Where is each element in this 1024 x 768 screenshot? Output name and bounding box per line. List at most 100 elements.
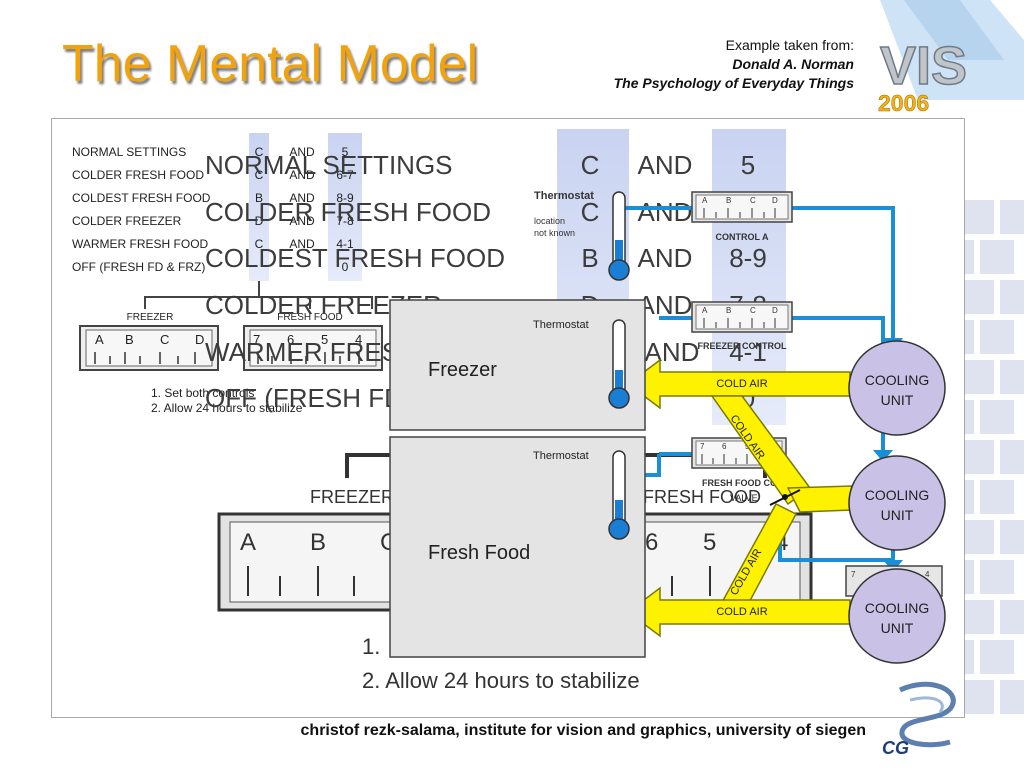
large-row-and: AND [638,290,693,320]
control-a-mark: C [750,196,756,205]
control-a-mark: B [726,196,731,205]
small-freezer-dial-mark: D [195,332,204,347]
freezer-control-label: FREEZER CONTROL [698,341,788,351]
top-thermostat: Thermostat location not known [534,190,630,281]
control-a-mark: A [702,196,708,205]
large-row-c1: B [581,243,598,273]
footer-credit: christof rezk-salama, institute for visi… [300,722,866,739]
small-row-and: AND [289,168,315,182]
control-a-label: CONTROL A [716,232,769,242]
large-row-c1: C [581,150,600,180]
small-row-label: OFF (FRESH FD & FRZ) [72,260,205,274]
cooling-unit-1: COOLING UNIT [848,340,946,436]
cold-air-label: COLD AIR [716,606,767,618]
vis-2006-logo: VIS 2006 [878,0,1024,116]
small-row-c1: C [255,237,264,251]
partial-dial-mark: 7 [851,570,856,579]
small-settings-table: NORMAL SETTINGS COLDER FRESH FOOD COLDES… [72,133,383,415]
vis-year: 2006 [878,90,929,116]
small-row-and: AND [289,145,315,159]
large-row-and: AND [645,337,700,367]
valve-label: VALVE [730,493,758,503]
small-row-c2: 4-1 [336,237,354,251]
fresh-food-compartment: Thermostat Fresh Food [389,436,646,658]
small-row-c2: 7-8 [336,214,354,228]
cg-text: CG [882,738,909,758]
partial-dial-mark: 4 [925,570,930,579]
freezer-control-mark: A [702,306,708,315]
fresh-food-label: Fresh Food [428,542,530,564]
credit-line-1: Example taken from: [725,37,854,53]
small-row-and: AND [289,191,315,205]
small-row-label: WARMER FRESH FOOD [72,237,209,251]
small-row-c1: C [255,168,264,182]
small-freezer-dial-mark: B [125,332,134,347]
small-row-label: COLDER FREEZER [72,214,182,228]
large-dial-mark: 5 [703,529,716,556]
large-row-label: NORMAL SETTINGS [205,150,453,180]
large-row-c2: 4-1 [729,337,767,367]
cooling-unit-2: COOLING UNIT [848,455,946,551]
fresh-control-label: FRESH FOOD CONTROL [702,478,808,488]
small-row-c1: B [255,191,263,205]
large-instruction: 2. Allow 24 hours to stabilize [362,668,640,693]
small-row-c1: C [255,145,264,159]
small-fresh-dial-mark: 5 [321,332,328,347]
small-fresh-dial-mark: 6 [287,332,294,347]
small-freezer-dial-mark: C [160,332,169,347]
large-row-c2: 8-9 [729,243,767,273]
fresh-control-mark: 7 [700,442,705,451]
small-instruction: 2. Allow 24 hours to stabilize [151,401,303,415]
large-fresh-food-label: FRESH FOOD [643,487,761,507]
credit-book: The Psychology of Everyday Things [613,75,854,91]
small-fresh-food-label: FRESH FOOD [277,312,343,323]
slide-title: The Mental Model [62,35,479,93]
freezer-control-mark: B [726,306,731,315]
credit-author: Donald A. Norman [732,56,854,72]
fresh-control-mark: 6 [722,442,727,451]
small-row-label: COLDEST FRESH FOOD [72,191,211,205]
cooling-unit-text: COOLING [865,372,930,388]
freezer-control-dial: A B C D FREEZER CONTROL [691,301,793,351]
large-freezer-label: FREEZER [310,487,394,507]
large-row-and: AND [638,243,693,273]
freezer-control-mark: C [750,306,756,315]
control-a-dial: A B C D CONTROL A [691,191,793,242]
top-thermostat-label: Thermostat [534,190,594,202]
small-row-c2: 6-7 [336,168,354,182]
small-row-and: AND [289,237,315,251]
location-note: not known [534,228,575,238]
small-row-label: COLDER FRESH FOOD [72,168,204,182]
small-freezer-label: FREEZER [127,312,174,323]
source-credit: Example taken from: Donald A. Norman The… [614,36,854,93]
small-freezer-dial-mark: A [95,332,104,347]
cooling-unit-text: COOLING [865,487,930,503]
cold-air-label: COLD AIR [716,378,767,390]
large-instruction: 1. [362,634,380,659]
large-row-c2: 5 [741,150,755,180]
large-row-label: COLDER FRESH FOOD [205,197,491,227]
large-dial-mark: A [240,529,256,556]
large-dial-mark: 6 [645,529,658,556]
large-row-and: AND [638,150,693,180]
small-fresh-dial-mark: 4 [355,332,362,347]
small-row-c1: D [255,214,264,228]
small-row-c2: 5 [342,145,349,159]
pipe-arrow-2 [873,450,893,462]
large-row-c1: C [581,197,600,227]
freezer-label: Freezer [428,359,497,381]
cooling-unit-3: COOLING UNIT [848,568,946,664]
small-row-c2: 0 [342,260,349,274]
small-instruction: 1. Set both controls [151,386,254,400]
freezer-control-mark: D [772,306,778,315]
control-a-mark: D [772,196,778,205]
small-row-c2: 8-9 [336,191,354,205]
small-row-and: AND [289,214,315,228]
small-row-label: NORMAL SETTINGS [72,145,186,159]
freezer-compartment: Thermostat Freezer [389,299,646,431]
cooling-unit-text: UNIT [881,507,914,523]
large-row-and: AND [638,197,693,227]
freezer-thermostat-label: Thermostat [533,319,589,331]
vis-letters: VIS [880,36,967,96]
